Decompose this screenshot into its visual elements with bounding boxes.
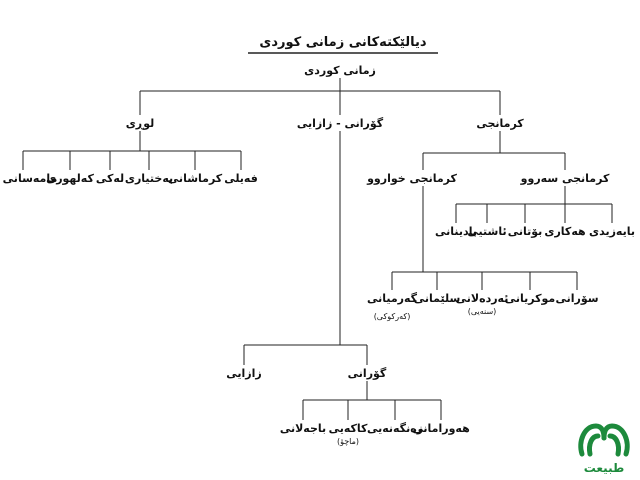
logo-text: طبیعت	[584, 461, 625, 475]
node-central-kurmanji: کرمانجی خواروو	[367, 172, 457, 185]
leaf-note: (ماچۆ)	[336, 437, 360, 446]
leaf-central-kurmanji: سۆرانی	[555, 292, 599, 305]
publisher-logo-icon: طبیعت	[578, 423, 630, 475]
leaf-central-kurmanji: موکریانی	[504, 292, 556, 305]
leaf-gorani: هەورامانی	[412, 422, 470, 435]
leaf-north-kurmanji: بایەزیدی	[589, 225, 635, 238]
leaf-lori: فەیلی	[224, 172, 258, 185]
node-zazai: زازایی	[226, 367, 262, 380]
leaf-gorani: زەنگەنەیی	[366, 422, 424, 435]
node-north-kurmanji: کرمانجی سەروو	[520, 172, 610, 185]
leaf-gorani: باجەلانی	[279, 422, 327, 435]
leaf-note: (کەرکوکی)	[373, 312, 411, 321]
leaf-north-kurmanji: ئاشتیی	[467, 225, 507, 238]
leaf-lori: بەختیاری	[124, 172, 174, 185]
leaf-lori: لەکی	[95, 172, 125, 185]
leaf-north-kurmanji: بادینانی	[435, 225, 477, 238]
node-gorani-zazai: گۆرانی - زازایی	[296, 117, 384, 130]
leaf-gorani: کاکەیی	[328, 422, 368, 435]
leaf-lori: کرماشانی	[167, 172, 223, 185]
node-gorani: گۆرانی	[347, 367, 387, 380]
node-kurmanji: کرمانجی	[476, 117, 524, 130]
leaf-lori: مامەسانی	[2, 172, 58, 185]
leaf-central-kurmanji: سلێمانی	[413, 292, 461, 305]
leaf-note: (سنەیی)	[467, 307, 497, 316]
leaf-lori: کەلهوری	[46, 172, 94, 185]
leaf-central-kurmanji: ئەردەلانی	[455, 292, 509, 305]
diagram-title: دیالێکتەکانی زمانی کوردی	[259, 35, 427, 50]
leaf-north-kurmanji: بۆتانی	[507, 225, 543, 238]
root-node: زمانی کوردی	[304, 64, 376, 77]
leaf-central-kurmanji: گەرمیانی	[366, 292, 418, 305]
node-lori: لوڕی	[125, 117, 155, 130]
leaf-north-kurmanji: هەکاری	[544, 225, 586, 238]
